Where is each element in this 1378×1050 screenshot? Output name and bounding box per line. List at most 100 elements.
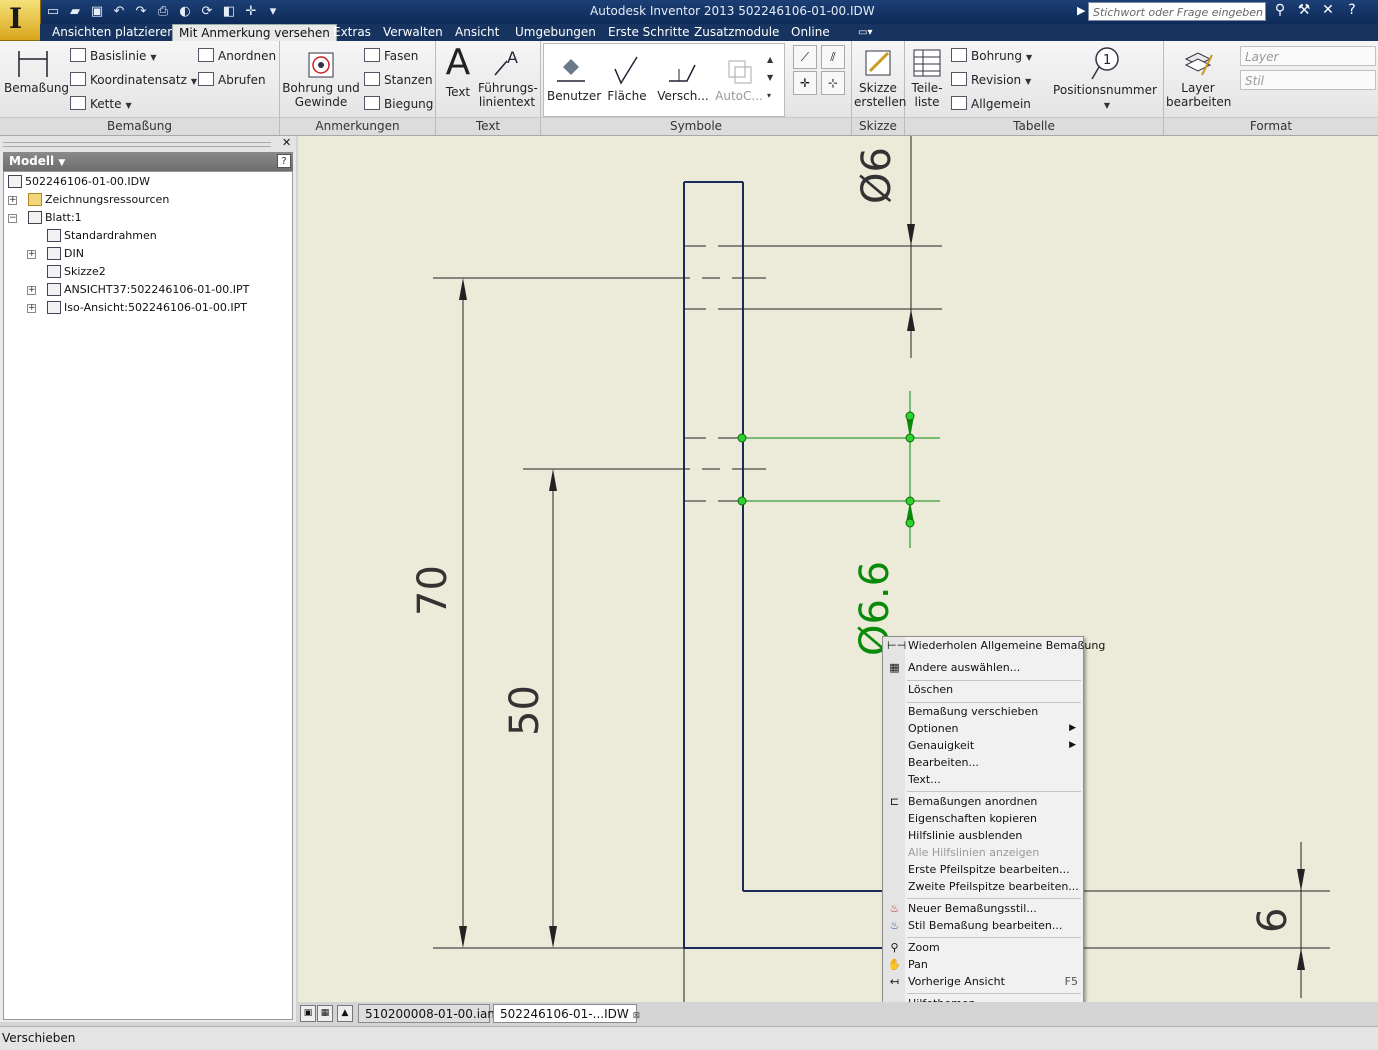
tree-expander[interactable]: − — [8, 213, 17, 223]
menu-item-wiederholen[interactable]: ⊢⊣Wiederholen Allgemeine Bemaßung — [883, 637, 1105, 654]
tree-node-ansicht37[interactable]: ANSICHT37:502246106-01-00.IPT — [47, 281, 249, 299]
grip-point[interactable] — [905, 411, 915, 421]
print-icon[interactable]: ⎙ — [157, 4, 169, 19]
select-icon[interactable]: ◧ — [222, 4, 236, 19]
search-expand-icon[interactable]: ▶ — [1077, 4, 1086, 17]
tree-expander[interactable]: + — [8, 195, 17, 205]
open-folder-icon[interactable]: ▰ — [70, 4, 80, 19]
browser-header[interactable]: Modell ▼ — [3, 152, 293, 171]
menu-item-bemassungen-anordnen[interactable]: ⊏Bemaßungen anordnen — [883, 793, 1083, 810]
bemassung-button[interactable]: Bemaßung — [4, 47, 69, 95]
menu-item-optionen[interactable]: Optionen▶ — [883, 720, 1083, 737]
skizze-erstellen-button[interactable]: Skizze erstellen — [854, 47, 906, 109]
layer-bearbeiten-button[interactable]: Layer bearbeiten — [1166, 47, 1231, 109]
undo-icon[interactable]: ↶ — [113, 4, 125, 19]
positionsnummer-button[interactable]: 1 Positionsnummer ▼ — [1053, 45, 1157, 113]
verschweissung-button[interactable]: Versch... — [657, 55, 709, 103]
close-window-icon[interactable]: ✕ — [1322, 2, 1334, 18]
menu-item-neuer-bemassungsstil[interactable]: ♨Neuer Bemaßungsstil... — [883, 900, 1083, 917]
text-button[interactable]: A Text — [440, 43, 476, 100]
tree-expander[interactable]: + — [27, 303, 36, 313]
benutzer-symbol-button[interactable]: Benutzer — [547, 55, 601, 103]
autocad-symbol-button[interactable]: AutoC... — [713, 55, 765, 103]
stanzen-button[interactable]: Stanzen — [364, 71, 433, 89]
open-documents-icon[interactable]: ▲ — [337, 1005, 353, 1022]
tree-node-standardrahmen[interactable]: Standardrahmen — [47, 227, 157, 245]
close-browser-icon[interactable]: ✕ — [282, 136, 292, 149]
biegung-button[interactable]: Biegung — [364, 95, 433, 113]
application-menu-button[interactable]: I — [0, 0, 41, 41]
hatch-icon[interactable]: ⫽ — [821, 45, 845, 69]
kette-button[interactable]: Kette▼ — [70, 95, 132, 113]
layer-select[interactable]: Layer — [1240, 46, 1376, 66]
bohrung-gewinde-button[interactable]: Bohrung und Gewinde — [282, 47, 360, 109]
allgemein-button[interactable]: Allgemein — [951, 95, 1031, 113]
doc-tab-iam[interactable]: 510200008-01-00.iam — [358, 1004, 499, 1023]
bohrung-tabelle-button[interactable]: Bohrung▼ — [951, 47, 1032, 65]
tab-ansichten-platzieren[interactable]: Ansichten platzieren — [52, 25, 175, 39]
tree-expander[interactable]: + — [27, 249, 36, 259]
help-search-input[interactable]: Stichwort oder Frage eingeben — [1088, 2, 1266, 21]
tab-verwalten[interactable]: Verwalten — [383, 25, 443, 39]
menu-item-bemassung-verschieben[interactable]: Bemaßung verschieben — [883, 703, 1083, 720]
revision-button[interactable]: Revision▼ — [951, 71, 1031, 89]
fasen-button[interactable]: Fasen — [364, 47, 418, 65]
tree-node-blatt[interactable]: Blatt:1 — [28, 209, 82, 227]
tree-node-iso-ansicht[interactable]: Iso-Ansicht:502246106-01-00.IPT — [47, 299, 247, 317]
menu-item-erste-pfeilspitze[interactable]: Erste Pfeilspitze bearbeiten... — [883, 861, 1083, 878]
fuehrungslinientext-button[interactable]: A Führungs- linientext — [478, 47, 538, 109]
abrufen-button[interactable]: Abrufen — [198, 71, 266, 89]
tab-umgebungen[interactable]: Umgebungen — [515, 25, 596, 39]
menu-item-hilfslinie-ausblenden[interactable]: Hilfslinie ausblenden — [883, 827, 1083, 844]
menu-item-zweite-pfeilspitze[interactable]: Zweite Pfeilspitze bearbeiten... — [883, 878, 1083, 895]
tab-ansicht[interactable]: Ansicht — [455, 25, 500, 39]
tree-node-zeichnungsressourcen[interactable]: Zeichnungsressourcen — [28, 191, 169, 209]
tree-node-skizze2[interactable]: Skizze2 — [47, 263, 106, 281]
return-icon[interactable]: ◐ — [179, 4, 191, 19]
tab-erste-schritte[interactable]: Erste Schritte — [608, 25, 690, 39]
koordinatensatz-button[interactable]: Koordinatensatz▼ — [70, 71, 197, 89]
tab-online[interactable]: Online — [791, 25, 830, 39]
dimension-diameter-6[interactable]: Ø6 — [743, 136, 942, 358]
tools-icon[interactable]: ⚒ — [1297, 2, 1311, 18]
menu-item-pan[interactable]: ✋Pan — [883, 956, 1083, 973]
update-icon[interactable]: ⟳ — [201, 4, 213, 19]
gallery-scroll[interactable]: ▲▼▾ — [767, 55, 774, 100]
tab-mit-anmerkung-versehen[interactable]: Mit Anmerkung versehen — [172, 24, 337, 42]
grip-point[interactable] — [737, 433, 747, 443]
new-file-icon[interactable]: ▭ — [46, 4, 60, 19]
menu-item-loeschen[interactable]: Löschen — [883, 681, 1083, 698]
drawing-canvas[interactable]: 70 50 Ø6 — [298, 136, 1378, 1002]
cascade-windows-icon[interactable]: ▣ — [300, 1005, 316, 1022]
doc-tab-idw[interactable]: 502246106-01-...IDW ⊠ — [493, 1004, 640, 1023]
grip-point[interactable] — [905, 496, 915, 506]
save-icon[interactable]: ▣ — [90, 4, 104, 19]
tree-node-idw[interactable]: 502246106-01-00.IDW — [8, 173, 150, 191]
basislinie-button[interactable]: Basislinie▼ — [70, 47, 157, 65]
tile-windows-icon[interactable]: ▦ — [317, 1005, 333, 1022]
grip-point[interactable] — [737, 496, 747, 506]
menu-item-bearbeiten[interactable]: Bearbeiten... — [883, 754, 1083, 771]
menu-item-eigenschaften-kopieren[interactable]: Eigenschaften kopieren — [883, 810, 1083, 827]
anordnen-button[interactable]: Anordnen — [198, 47, 276, 65]
menu-item-text[interactable]: Text... — [883, 771, 1083, 788]
tree-node-din[interactable]: DIN — [47, 245, 84, 263]
grip-point[interactable] — [905, 433, 915, 443]
dimension-diameter-6-6-selected[interactable]: Ø6.6 — [737, 391, 940, 656]
centerline-icon[interactable]: ✛ — [793, 71, 817, 95]
customize-qat-icon[interactable]: ▾ — [269, 4, 277, 19]
menu-item-stil-bemassung-bearbeiten[interactable]: ♨Stil Bemaßung bearbeiten... — [883, 917, 1083, 934]
browser-grip[interactable] — [3, 142, 271, 147]
part-outline[interactable] — [683, 181, 883, 949]
binoculars-icon[interactable]: ⚲ — [1274, 2, 1286, 18]
center-mark-icon[interactable]: ⊹ — [821, 71, 845, 95]
dimension-70[interactable]: 70 — [410, 278, 467, 948]
tab-extras[interactable]: Extras — [333, 25, 371, 39]
browser-help-button[interactable]: ? — [277, 154, 291, 168]
style-select[interactable]: Stil — [1240, 70, 1376, 90]
ribbon-display-toggle[interactable]: ▭▾ — [858, 27, 873, 38]
tree-expander[interactable]: + — [27, 285, 36, 295]
menu-item-zoom[interactable]: ⚲Zoom — [883, 939, 1083, 956]
teileliste-button[interactable]: Teile- liste — [907, 47, 947, 109]
